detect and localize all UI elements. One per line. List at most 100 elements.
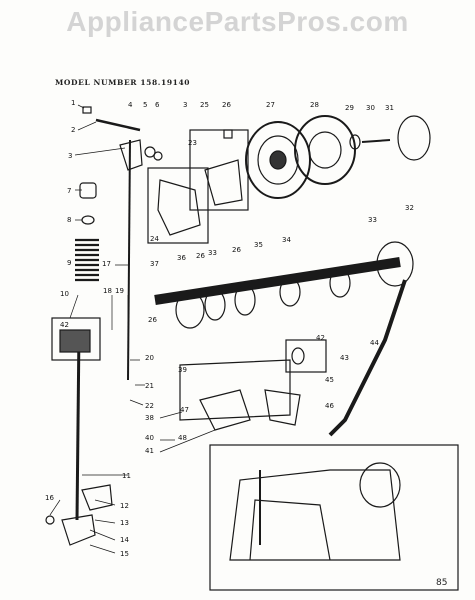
pulley-hub bbox=[308, 131, 342, 169]
callout-label: 34 bbox=[282, 236, 291, 244]
callout-label: 8 bbox=[67, 216, 71, 224]
screw-part-1 bbox=[82, 106, 92, 114]
cam-part-36 bbox=[175, 291, 205, 329]
callout-label: 41 bbox=[145, 447, 154, 455]
bushing-box-42 bbox=[285, 339, 327, 373]
callout-label: 25 bbox=[200, 101, 209, 109]
bracket-part-46 bbox=[264, 389, 301, 426]
callout-label: 27 bbox=[266, 101, 275, 109]
handwheel-part-27 bbox=[245, 121, 311, 199]
callout-label: 13 bbox=[120, 519, 129, 527]
collar-part-7 bbox=[79, 182, 97, 199]
callout-label: 23 bbox=[188, 139, 197, 147]
nut-part-6 bbox=[153, 151, 163, 161]
link-part-24 bbox=[157, 179, 201, 236]
machine-inset-frame bbox=[209, 444, 459, 591]
callout-label: 16 bbox=[45, 494, 54, 502]
callout-label: 12 bbox=[120, 502, 129, 510]
main-shaft bbox=[154, 257, 401, 305]
callout-label: 22 bbox=[145, 402, 154, 410]
inset-frame-23 bbox=[147, 167, 209, 244]
callout-label: 15 bbox=[120, 550, 129, 558]
callout-label: 26 bbox=[196, 252, 205, 260]
callout-label: 18 bbox=[103, 287, 112, 295]
callout-label: 26 bbox=[222, 101, 231, 109]
callout-label: 3 bbox=[68, 152, 72, 160]
callout-label: 19 bbox=[115, 287, 124, 295]
callout-leader-lines bbox=[49, 104, 216, 554]
handwheel-hub bbox=[257, 135, 299, 185]
callout-label: 6 bbox=[155, 101, 160, 109]
callout-label: 45 bbox=[325, 376, 334, 384]
callout-label: 21 bbox=[145, 382, 154, 390]
needle-bar-line bbox=[127, 139, 131, 381]
screw-part-30 bbox=[361, 139, 391, 143]
callout-label: 33 bbox=[208, 249, 217, 257]
callout-label: 26 bbox=[148, 316, 157, 324]
diagram-drawing bbox=[45, 104, 459, 591]
callout-label: 9 bbox=[67, 259, 71, 267]
cam-c bbox=[279, 277, 301, 307]
spring-part-9 bbox=[75, 238, 99, 282]
callout-label: 17 bbox=[102, 260, 111, 268]
machine-body-outline bbox=[229, 469, 401, 561]
shaft-part-2 bbox=[95, 118, 141, 132]
bracket-part-12 bbox=[81, 484, 113, 511]
callout-label: 1 bbox=[71, 99, 75, 107]
callout-label: 33 bbox=[368, 216, 377, 224]
callout-label: 28 bbox=[310, 101, 319, 109]
callout-label: 38 bbox=[145, 414, 154, 422]
page-number: 85 bbox=[436, 578, 448, 588]
callout-label: 48 bbox=[178, 434, 187, 442]
callout-label: 42 bbox=[60, 321, 69, 329]
lower-frame-38 bbox=[179, 359, 291, 421]
callout-labels: 1 2 3 4 5 6 3 25 26 27 28 29 30 31 7 23 … bbox=[45, 99, 414, 558]
cam-a bbox=[204, 289, 226, 321]
crank-part-44 bbox=[376, 241, 414, 287]
callout-label: 37 bbox=[150, 260, 159, 268]
presser-foot-part-15 bbox=[61, 514, 96, 546]
callout-label: 35 bbox=[254, 241, 263, 249]
handwheel-center bbox=[269, 150, 287, 170]
callout-label: 29 bbox=[345, 104, 354, 112]
ring-part-8 bbox=[81, 215, 95, 225]
callout-label: 42 bbox=[316, 334, 325, 342]
callout-label: 26 bbox=[232, 246, 241, 254]
callout-label: 30 bbox=[366, 104, 375, 112]
callout-label: 32 bbox=[405, 204, 414, 212]
callout-label: 11 bbox=[122, 472, 131, 480]
callout-label: 46 bbox=[325, 402, 334, 410]
crank-arm-44 bbox=[328, 279, 407, 437]
screw-part-16 bbox=[45, 515, 55, 525]
callout-label: 7 bbox=[67, 187, 71, 195]
machine-handwheel bbox=[359, 462, 401, 508]
callout-label: 24 bbox=[150, 235, 159, 243]
callout-label: 10 bbox=[60, 290, 69, 298]
callout-label: 4 bbox=[128, 101, 133, 109]
screw-part-26 bbox=[223, 129, 233, 139]
watermark-text: AppliancePartsPros.com bbox=[66, 6, 409, 37]
callout-label: 44 bbox=[370, 339, 379, 347]
cam-d bbox=[329, 268, 351, 298]
presser-block bbox=[59, 329, 91, 353]
callout-label: 20 bbox=[145, 354, 154, 362]
disk-part-31 bbox=[397, 115, 431, 161]
presser-bar-line bbox=[75, 329, 81, 521]
pulley-part-28 bbox=[294, 115, 356, 185]
callout-label: 40 bbox=[145, 434, 154, 442]
presser-box-part-10 bbox=[51, 317, 101, 361]
lever-part-4 bbox=[119, 139, 143, 171]
callout-label: 31 bbox=[385, 104, 394, 112]
callout-label: 47 bbox=[180, 406, 189, 414]
callout-label: 14 bbox=[120, 536, 129, 544]
bushing-part-43 bbox=[291, 347, 305, 365]
callout-label: 39 bbox=[178, 366, 187, 374]
washer-part-29 bbox=[349, 134, 361, 150]
washer-part-5 bbox=[144, 146, 156, 158]
machine-mechanism bbox=[249, 499, 331, 561]
cam-part-25 bbox=[204, 159, 243, 206]
callout-label: 2 bbox=[71, 126, 75, 134]
callout-label: 5 bbox=[143, 101, 147, 109]
